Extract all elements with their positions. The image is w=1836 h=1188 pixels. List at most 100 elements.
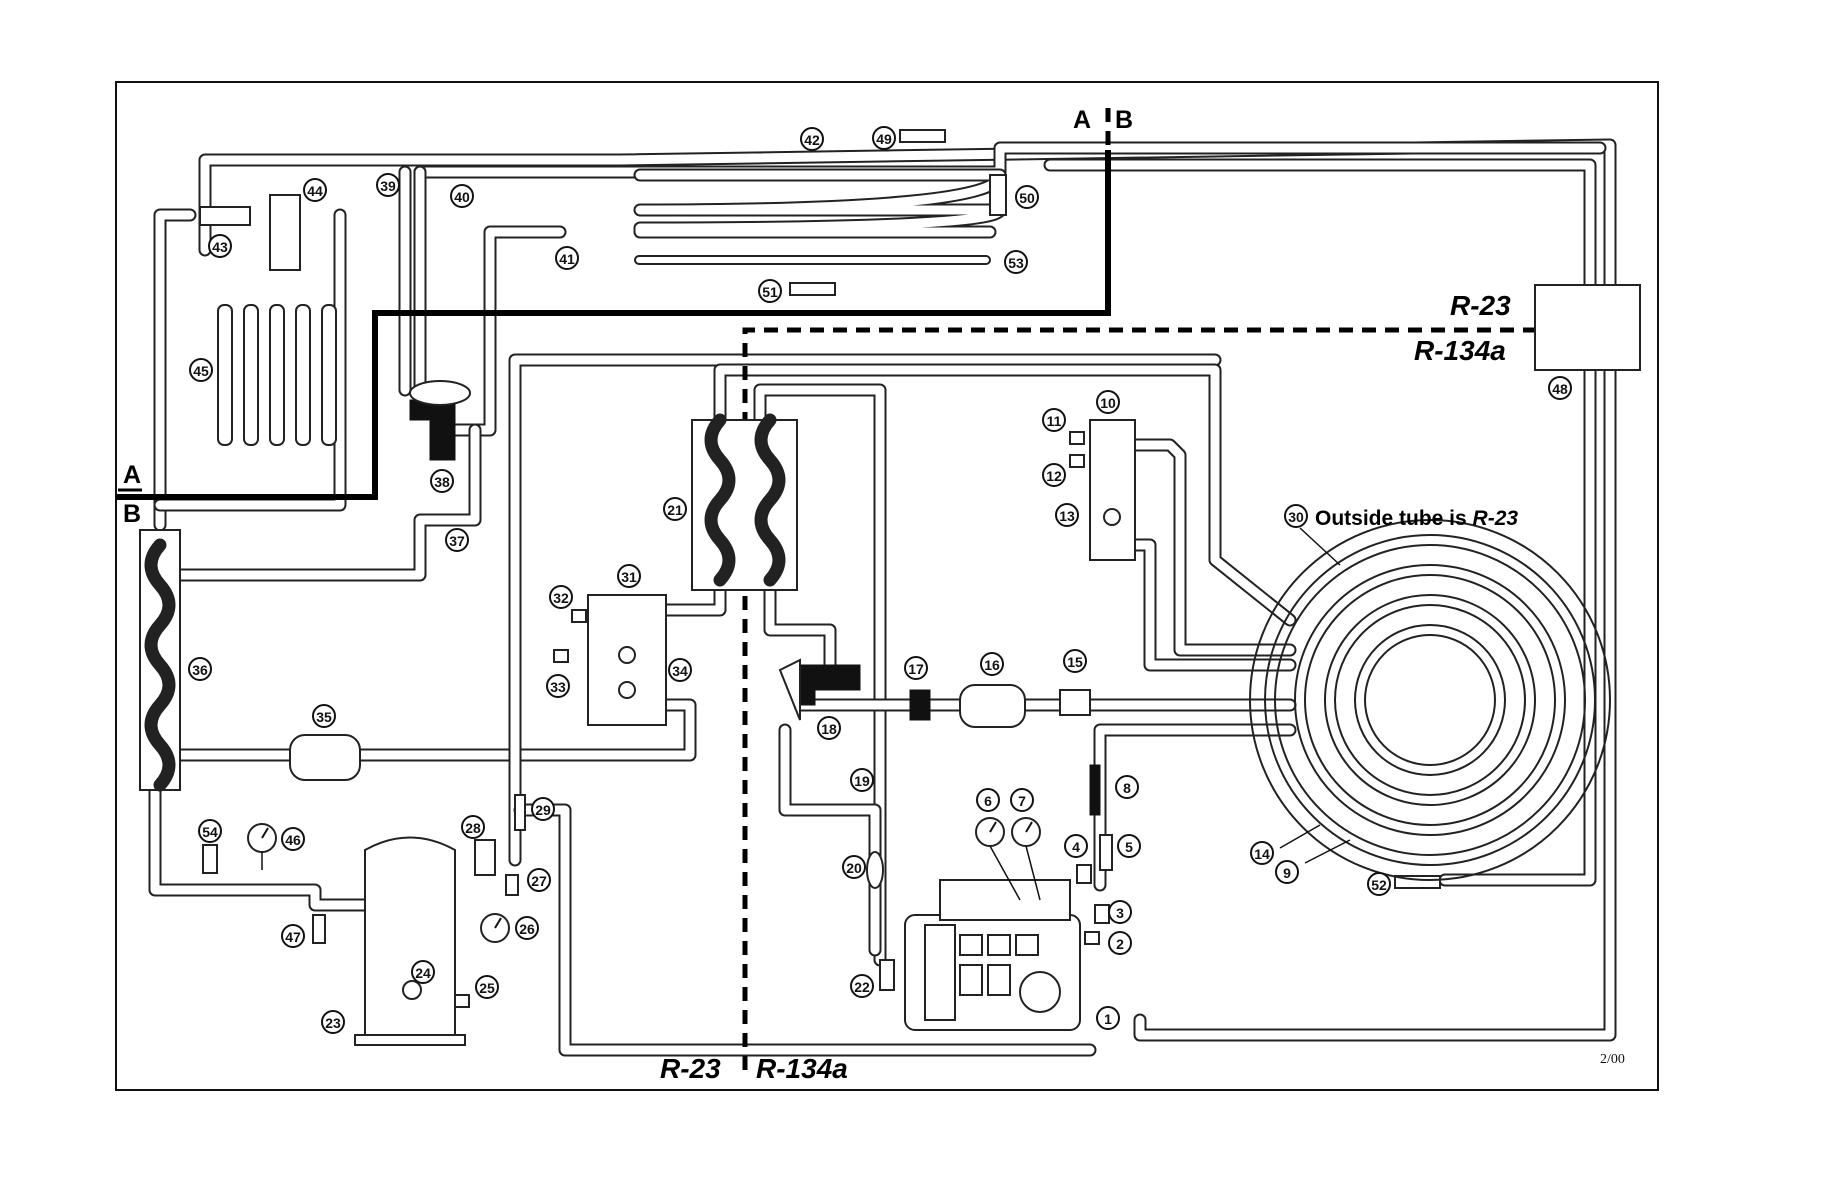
callout-48: 48 xyxy=(1548,376,1572,400)
callout-26: 26 xyxy=(515,916,539,940)
callout-label: 30 xyxy=(1288,509,1304,525)
gauge-46-icon xyxy=(247,823,277,853)
components xyxy=(139,129,1641,1046)
callout-label: 41 xyxy=(559,251,575,267)
callout-label: 32 xyxy=(553,590,569,606)
callout-33: 33 xyxy=(546,674,570,698)
callout-42: 42 xyxy=(800,127,824,151)
component-30-coil xyxy=(1249,519,1611,881)
component-20 xyxy=(866,851,884,889)
callout-41: 41 xyxy=(555,246,579,270)
gauge-26-icon xyxy=(480,913,510,943)
callout-label: 5 xyxy=(1125,839,1133,855)
component-8 xyxy=(1089,764,1101,816)
callout-24: 24 xyxy=(411,960,435,984)
callout-label: 33 xyxy=(550,679,566,695)
callout-17: 17 xyxy=(904,656,928,680)
callout-27: 27 xyxy=(527,868,551,892)
callout-6: 6 xyxy=(976,788,1000,812)
callout-label: 21 xyxy=(667,502,683,518)
callout-label: 22 xyxy=(854,979,870,995)
component-1-compressor xyxy=(904,879,1081,1031)
gauge-6-icon xyxy=(975,817,1005,847)
callout-label: 19 xyxy=(854,773,870,789)
callout-label: 47 xyxy=(285,929,301,945)
callout-label: 34 xyxy=(672,663,688,679)
callout-label: 8 xyxy=(1123,780,1131,796)
callout-39: 39 xyxy=(376,173,400,197)
component-23-base xyxy=(354,1034,466,1046)
component-48-box xyxy=(1534,284,1641,371)
callout-label: 46 xyxy=(285,832,301,848)
callout-19: 19 xyxy=(850,768,874,792)
component-16-drier xyxy=(959,684,1026,728)
component-33 xyxy=(553,649,569,663)
callout-label: 6 xyxy=(984,793,992,809)
callout-29: 29 xyxy=(531,797,555,821)
component-50-cap xyxy=(989,174,1007,216)
callout-label: 25 xyxy=(479,980,495,996)
component-38-valve xyxy=(409,399,456,461)
callout-50: 50 xyxy=(1015,185,1039,209)
callout-4: 4 xyxy=(1064,834,1088,858)
component-35-drier xyxy=(289,734,361,781)
callout-51: 51 xyxy=(758,279,782,303)
callout-label: 23 xyxy=(325,1015,341,1031)
component-54 xyxy=(202,844,218,874)
callout-53: 53 xyxy=(1004,250,1028,274)
component-47 xyxy=(312,914,326,944)
component-10-block xyxy=(1089,419,1136,561)
component-43-valve xyxy=(199,206,251,226)
coil-note: Outside tube is R-23 xyxy=(1315,507,1518,530)
component-44-valve xyxy=(269,194,301,271)
label-section-a-left: A xyxy=(123,461,141,489)
callout-label: 17 xyxy=(908,661,924,677)
label-section-b-left: B xyxy=(123,500,141,528)
callout-15: 15 xyxy=(1063,649,1087,673)
callout-3: 3 xyxy=(1108,900,1132,924)
callout-label: 54 xyxy=(202,824,218,840)
callout-label: 43 xyxy=(212,239,228,255)
callout-11: 11 xyxy=(1042,408,1066,432)
label-refrigerant-r134a-bottom: R-134a xyxy=(756,1053,848,1084)
callout-label: 36 xyxy=(192,662,208,678)
callout-36: 36 xyxy=(188,657,212,681)
callout-label: 42 xyxy=(804,132,820,148)
callout-45: 45 xyxy=(189,358,213,382)
callout-label: 31 xyxy=(621,569,637,585)
callout-14: 14 xyxy=(1250,841,1274,865)
callout-20: 20 xyxy=(842,855,866,879)
callout-9: 9 xyxy=(1275,860,1299,884)
label-section-b-top: B xyxy=(1115,106,1133,134)
callout-21: 21 xyxy=(663,497,687,521)
callout-label: 24 xyxy=(415,965,431,981)
callout-label: 7 xyxy=(1018,793,1026,809)
callout-25: 25 xyxy=(475,975,499,999)
component-24-compressor xyxy=(364,836,456,1036)
callout-40: 40 xyxy=(450,184,474,208)
callout-label: 28 xyxy=(465,820,481,836)
callout-35: 35 xyxy=(312,704,336,728)
callout-label: 44 xyxy=(307,183,323,199)
callout-7: 7 xyxy=(1010,788,1034,812)
component-3 xyxy=(1094,904,1110,924)
dashed-divider-refrigerant xyxy=(742,327,1535,1070)
callout-47: 47 xyxy=(281,924,305,948)
pipe-network xyxy=(148,138,1617,1057)
callout-label: 18 xyxy=(821,721,837,737)
callout-label: 13 xyxy=(1059,508,1075,524)
callout-22: 22 xyxy=(850,974,874,998)
callout-label: 3 xyxy=(1116,905,1124,921)
callout-8: 8 xyxy=(1115,775,1139,799)
revision-note: 2/00 xyxy=(1600,1052,1625,1067)
callout-46: 46 xyxy=(281,827,305,851)
component-28-valve xyxy=(474,839,496,876)
callout-label: 9 xyxy=(1283,865,1291,881)
callout-label: 39 xyxy=(380,178,396,194)
callout-label: 45 xyxy=(193,363,209,379)
callout-label: 37 xyxy=(449,533,465,549)
callout-label: 38 xyxy=(434,474,450,490)
callout-label: 27 xyxy=(531,873,547,889)
callout-label: 49 xyxy=(876,131,892,147)
component-32 xyxy=(571,609,587,623)
